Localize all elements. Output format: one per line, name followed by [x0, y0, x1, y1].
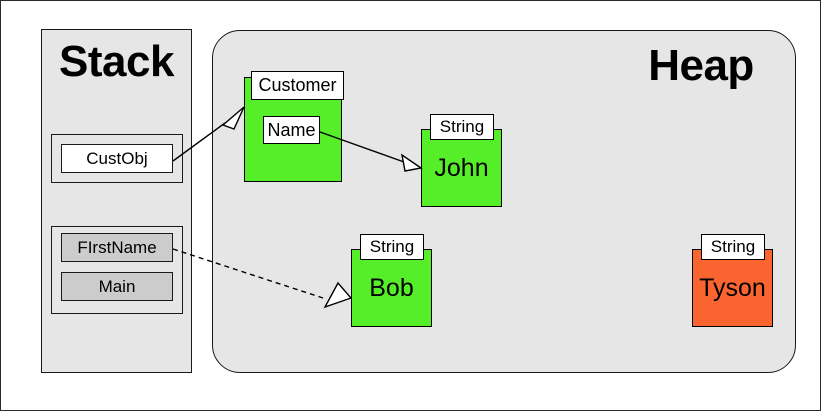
heap-object-tyson-type-label: String — [701, 234, 765, 260]
stack-slot-custobj[interactable]: CustObj — [61, 144, 173, 173]
stack-slot-firstname[interactable]: FIrstName — [61, 233, 173, 262]
heap-object-customer-type-label: Customer — [251, 71, 344, 100]
heap-object-john[interactable]: John — [421, 129, 502, 207]
heap-title: Heap — [648, 41, 754, 90]
heap-object-tyson[interactable]: Tyson — [692, 249, 773, 327]
stack-panel — [41, 29, 192, 373]
heap-object-tyson-value: Tyson — [699, 273, 766, 302]
heap-object-bob-value: Bob — [369, 273, 414, 302]
stack-title: Stack — [59, 37, 174, 86]
heap-object-john-value: John — [434, 153, 489, 182]
heap-object-john-type-label: String — [430, 114, 494, 140]
heap-object-customer-field-name[interactable]: Name — [263, 116, 320, 144]
stack-slot-main[interactable]: Main — [61, 272, 173, 301]
heap-object-bob-type-label: String — [360, 234, 424, 260]
heap-object-bob[interactable]: Bob — [351, 249, 432, 327]
